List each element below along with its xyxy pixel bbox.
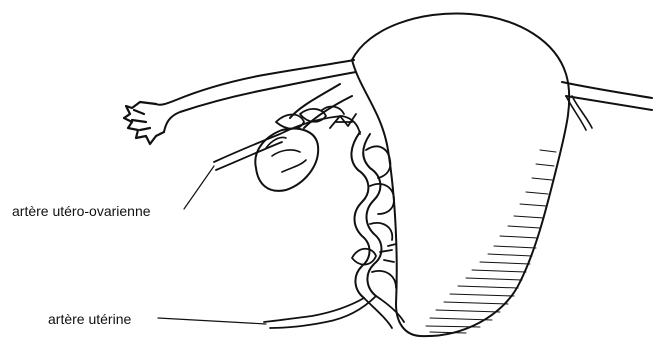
- label-utero-ovarian-artery: artère utéro-ovarienne: [12, 204, 151, 218]
- leader-line-uterine: [158, 318, 266, 324]
- right-tube: [562, 82, 652, 98]
- left-tube-upper: [156, 60, 354, 105]
- ovary-vessels: [266, 137, 306, 172]
- left-tube-lower: [164, 72, 356, 132]
- leader-line-ovarian: [184, 166, 214, 209]
- uterine-artery-base: [264, 298, 364, 322]
- fimbriae: [124, 102, 164, 144]
- uterine-arcuate-branches: [352, 146, 396, 288]
- label-uterine-artery: artère utérine: [48, 312, 131, 326]
